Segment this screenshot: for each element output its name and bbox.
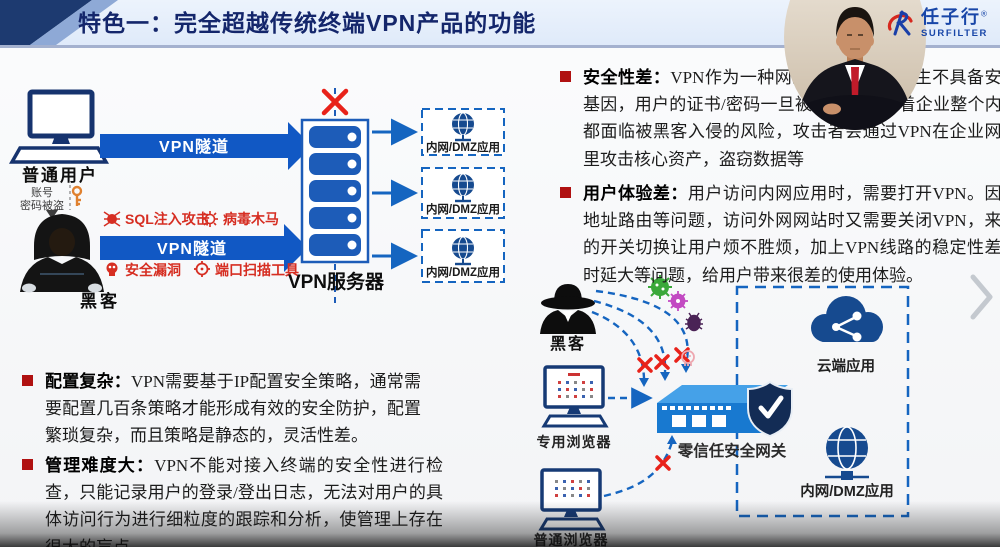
next-slide-chevron[interactable] [966,272,996,327]
virus-green-icon [648,275,672,299]
down-arrow-icon [46,210,58,219]
cloud-app-label: 云端应用 [817,357,875,375]
vpn-tunnel-top-label: VPN隧道 [159,137,229,156]
red-x-icon [321,88,349,116]
key-icon [71,185,83,206]
vulnerability-label: 安全漏洞 [125,262,181,278]
issue-experience-label: 用户体验差： [583,184,688,203]
dmz-app-box-2: 内网/DMZ应用 [421,167,505,219]
registered-mark: ® [981,9,987,19]
dmz-app-box-1: 内网/DMZ应用 [421,108,505,156]
vpn-tunnel-bottom-arrow: VPN隧道 [100,224,308,272]
globe-icon [452,112,474,142]
globe-icon [452,236,474,266]
issue-experience: 用户体验差：用户访问内网应用时，需要打开VPN。因为地址路由等问题，访问外网网站… [560,180,1000,289]
red-x-icon [655,455,671,471]
bullet-square [22,459,33,470]
dmz-app2-label: 内网/DMZ应用 [426,202,500,216]
zero-trust-gateway-icon [657,380,793,438]
zt-hacker-label: 黑客 [550,334,586,353]
sql-injection-label: SQL注入攻击 [125,211,210,227]
attack-arrowhead [681,364,691,373]
vpn-diagram: 普通用户 账号 密码被盗 黑客 VPN隧道 [8,88,505,311]
issue-management: 管理难度大：VPN不能对接入终端的安全性进行检查，只能记录用户的登录/登出日志，… [22,452,443,547]
issue-config-label: 配置复杂： [45,372,131,391]
hooded-hacker-icon [20,214,104,293]
desktop-computer-icon [8,89,110,164]
bug-purple-icon [685,312,703,332]
dedicated-browser-label: 专用浏览器 [537,434,612,450]
bullet-square [22,375,33,386]
bullet-square [560,71,571,82]
spy-hacker-icon [540,284,596,334]
hacker-label: 黑客 [80,291,120,311]
port-scan-label: 端口扫描工具 [215,262,299,278]
vpn-server-icon [300,118,370,264]
vpn-server-label: VPN服务器 [288,270,385,293]
issue-experience-text: 用户访问内网应用时，需要打开VPN。因为地址路由等问题，访问外网网站时又需要关闭… [583,184,1000,285]
credential-theft-line2: 密码被盗 [20,198,64,212]
speaker-portrait-icon [784,0,926,130]
issue-management-label: 管理难度大： [45,456,155,475]
attack-arrowhead [667,435,677,444]
shield-check-icon [747,380,793,438]
issue-config: 配置复杂：VPN需要基于IP配置安全策略，通常需要配置几百条策略才能形成有效的安… [22,368,421,450]
issue-security: 安全性差：VPN作为一种网络接入产品，天生不具备安全基因，用户的证书/密码一旦被… [560,64,1000,173]
brand-subname: SURFILTER [921,27,988,39]
dmz-app3-label: 内网/DMZ应用 [426,265,500,279]
speaker-webcam-photo [784,0,926,130]
normal-browser-label: 普通浏览器 [534,532,609,547]
globe-icon [825,426,869,480]
attack-arrowhead [639,378,649,387]
virus-magenta-icon [668,291,688,311]
zero-trust-diagram: 云端应用 内网/DMZ应用 黑客 [534,275,910,547]
virus-icon [202,211,218,227]
credential-theft-line1: 账号 [31,186,53,199]
globe-icon [452,173,474,203]
page-title: 特色一：完全超越传统终端VPN产品的功能 [78,10,537,36]
corner-decoration-icon [0,0,118,45]
credential-theft-group: 账号 密码被盗 [20,185,83,219]
normal-browser-blocked-path [603,441,674,498]
virus-trojan-label: 病毒木马 [223,211,279,227]
dmz-app-label: 内网/DMZ应用 [800,482,893,500]
vpn-tunnel-top-arrow: VPN隧道 [100,122,312,170]
issue-security-label: 安全性差： [583,68,671,87]
ordinary-user-label: 普通用户 [22,165,98,185]
brand-name: 任子行 [921,6,981,27]
dmz-app1-label: 内网/DMZ应用 [426,140,500,154]
chevron-right-icon [970,274,993,320]
vpn-tunnel-bottom-label: VPN隧道 [157,239,227,258]
dedicated-browser-icon [541,365,609,428]
bullet-square [560,187,571,198]
port-scan-icon [194,261,210,277]
spider-icon [103,211,121,227]
skull-pink-icon [681,350,695,366]
skull-icon [106,262,118,276]
attack-arrowhead [660,372,670,381]
dmz-app-box-3: 内网/DMZ应用 [421,229,505,283]
normal-browser-icon [538,468,606,531]
gateway-label: 零信任安全网关 [677,441,787,460]
cloud-app-icon [811,296,883,342]
issue-config-text: VPN需要基于IP配置安全策略，通常需要配置几百条策略才能形成有效的安全防护，配… [45,372,421,446]
brand-logo: 任子行® SURFILTER [884,7,988,39]
surfilter-logo-icon [887,10,913,36]
